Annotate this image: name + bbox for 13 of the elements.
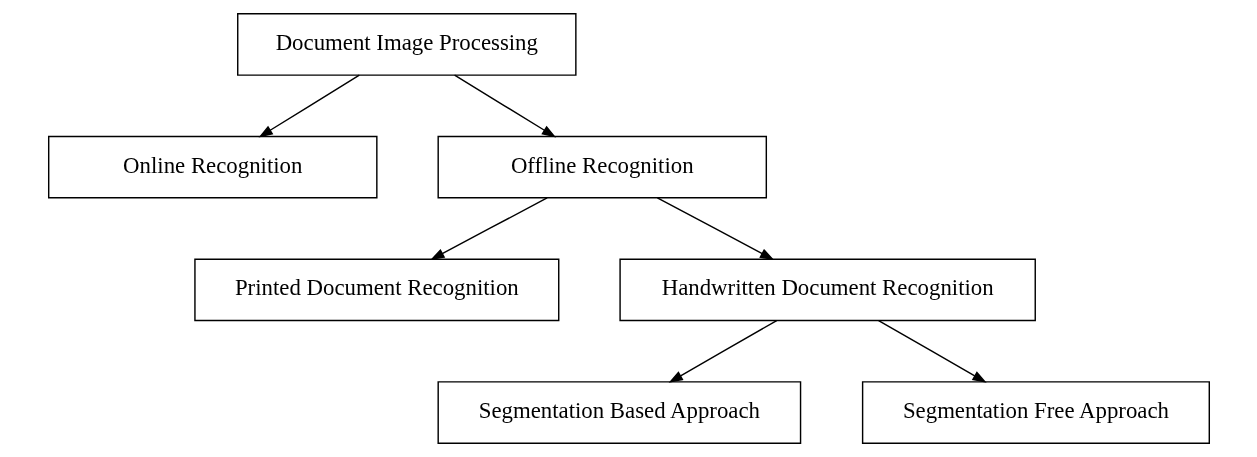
node-box: Segmentation Free Approach — [861, 381, 1210, 444]
arrow — [258, 74, 360, 138]
node-box: Handwritten Document Recognition — [618, 258, 1036, 322]
arrow — [668, 319, 777, 383]
node-box: Segmentation Based Approach — [436, 381, 801, 444]
node-box: Online Recognition — [47, 135, 378, 199]
arrow — [656, 197, 774, 260]
arrow — [453, 74, 556, 138]
arrow — [877, 319, 987, 383]
arrow — [429, 197, 548, 260]
node-box: Printed Document Recognition — [193, 258, 559, 322]
node-box: Offline Recognition — [436, 135, 767, 199]
node-box: Document Image Processing — [236, 13, 577, 76]
